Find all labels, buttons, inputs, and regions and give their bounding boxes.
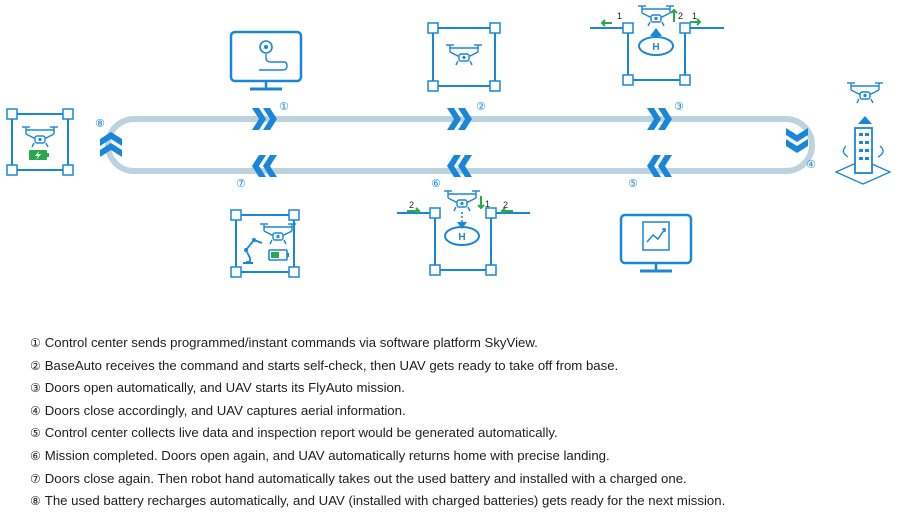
step-text: BaseAuto receives the command and starts… (44, 357, 619, 373)
stage-number-2: ② (476, 100, 486, 113)
workflow-diagram: ① ② ③ ④ ⑤ ⑥ ⑦ ⑧ H (6, 5, 892, 278)
step-number: ⑧ (30, 494, 41, 509)
svg-text:H: H (458, 232, 465, 243)
step-number: ④ (30, 403, 41, 418)
stage-number-3: ③ (674, 100, 684, 113)
doors-open-landing-icon: H (397, 190, 530, 276)
step-number: ⑤ (30, 426, 41, 441)
step-text: Doors close again. Then robot hand autom… (44, 470, 687, 486)
stage-number-6: ⑥ (431, 177, 441, 190)
control-center-monitor-icon (229, 30, 303, 91)
door-step-label: 1 (485, 199, 490, 209)
step-number: ② (30, 358, 41, 373)
step-text: The used battery recharges automatically… (44, 493, 726, 509)
step-number: ③ (30, 381, 41, 396)
stage-number-8: ⑧ (95, 117, 105, 130)
stage-number-5: ⑤ (628, 177, 638, 190)
base-station-drone-icon (427, 22, 501, 92)
door-step-label: 1 (692, 11, 697, 21)
report-monitor-icon (619, 213, 693, 273)
chevron-down-icon (786, 128, 808, 153)
chevron-up-icon (100, 132, 122, 157)
door-step-label: 1 (617, 11, 622, 21)
stage-number-1: ① (279, 100, 289, 113)
step-text: Control center sends programmed/instant … (44, 335, 538, 350)
svg-text:H: H (652, 42, 659, 53)
stage-number-4: ④ (806, 158, 816, 171)
step-text: Doors close accordingly, and UAV capture… (44, 402, 406, 418)
step-text: Mission completed. Doors open again, and… (44, 447, 610, 463)
step-text: Control center collects live data and in… (44, 425, 558, 441)
step-number: ⑥ (30, 448, 41, 463)
doors-open-takeoff-icon: H (590, 5, 724, 86)
door-step-label: 2 (409, 200, 414, 210)
door-step-label: 2 (678, 11, 683, 21)
step-number: ① (30, 336, 41, 350)
door-step-label: 2 (503, 200, 508, 210)
aerial-capture-building-icon (834, 82, 892, 185)
charging-base-icon (6, 108, 74, 176)
step-number: ⑦ (30, 471, 41, 486)
stage-number-7: ⑦ (236, 177, 246, 190)
battery-swap-robot-icon (230, 209, 300, 278)
step-text: Doors open automatically, and UAV starts… (44, 380, 405, 396)
